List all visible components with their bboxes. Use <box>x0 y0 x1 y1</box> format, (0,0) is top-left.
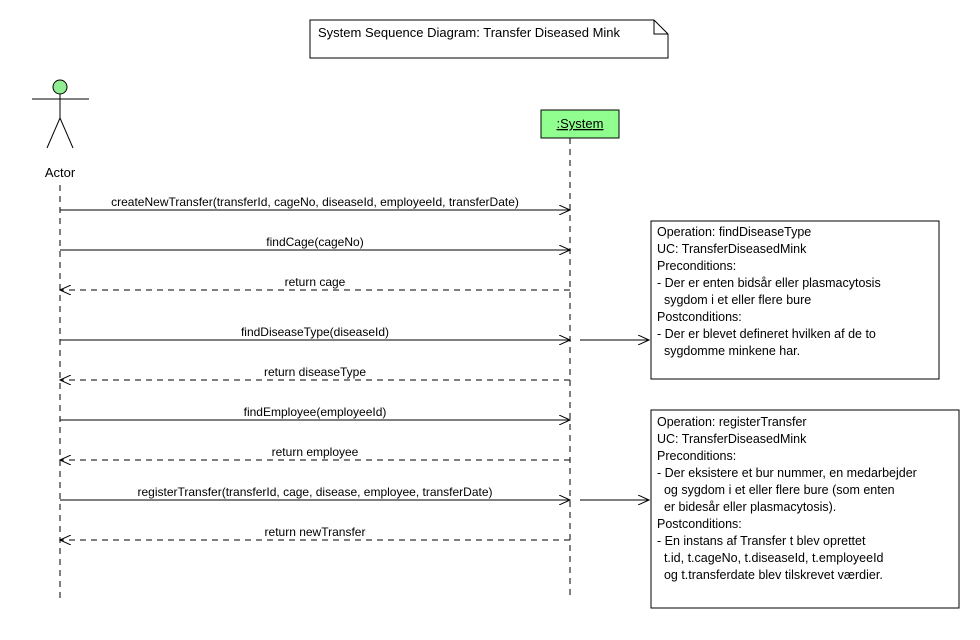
operation-contract-note-find-disease-type: Operation: findDiseaseType UC: TransferD… <box>650 220 940 380</box>
title-note: System Sequence Diagram: Transfer Diseas… <box>309 19 669 59</box>
note-line: og sygdom i et eller flere bure (som ent… <box>657 483 895 497</box>
actor-right-leg <box>59 117 74 149</box>
message-label: return newTransfer <box>265 525 366 539</box>
message-label: findEmployee(employeeId) <box>244 405 387 419</box>
message-1: createNewTransfer(transferId, cageNo, di… <box>60 195 570 210</box>
note-line: - Der er blevet defineret hvilken af de … <box>657 327 876 341</box>
note-line: t.id, t.cageNo, t.diseaseId, t.employeeI… <box>657 551 884 565</box>
note-line: UC: TransferDiseasedMink <box>657 242 807 256</box>
actor: Actor <box>32 79 89 180</box>
note-line: Operation: registerTransfer <box>657 415 807 429</box>
system-box <box>540 109 620 139</box>
message-6: findEmployee(employeeId) <box>60 405 570 420</box>
note-line: UC: TransferDiseasedMink <box>657 432 807 446</box>
message-8: registerTransfer(transferId, cage, disea… <box>60 485 570 500</box>
note-line: sygdom i et eller flere bure <box>657 293 811 307</box>
note-line: er bidesår eller plasmacytosis). <box>657 500 836 514</box>
actor-left-leg <box>46 117 61 149</box>
note-box <box>650 220 940 380</box>
note-line: Operation: findDiseaseType <box>657 225 811 239</box>
message-4: findDiseaseType(diseaseId) <box>60 325 570 340</box>
message-5: return diseaseType <box>60 365 570 380</box>
operation-contract-note-register-transfer: Operation: registerTransfer UC: Transfer… <box>650 409 960 609</box>
message-label: return employee <box>272 445 359 459</box>
actor-label: Actor <box>45 165 76 180</box>
note-line: sygdomme minkene har. <box>657 344 800 358</box>
system-label: :System <box>557 116 604 131</box>
note-line: - En instans af Transfer t blev oprettet <box>657 534 866 548</box>
note-line: Preconditions: <box>657 449 736 463</box>
system-object: :System <box>540 109 620 139</box>
note-line: Preconditions: <box>657 259 736 273</box>
message-label: return cage <box>285 275 346 289</box>
message-label: createNewTransfer(transferId, cageNo, di… <box>111 195 519 209</box>
note-line: og t.transferdate blev tilskrevet værdie… <box>657 568 883 582</box>
note-line: - Der eksistere et bur nummer, en medarb… <box>657 466 917 480</box>
note-line: Postconditions: <box>657 517 742 531</box>
message-label: registerTransfer(transferId, cage, disea… <box>137 485 492 499</box>
message-3: return cage <box>60 275 570 290</box>
diagram-title: System Sequence Diagram: Transfer Diseas… <box>318 25 621 40</box>
note-line: Postconditions: <box>657 310 742 324</box>
message-9: return newTransfer <box>60 525 570 540</box>
message-label: findCage(cageNo) <box>266 235 363 249</box>
message-label: findDiseaseType(diseaseId) <box>241 325 389 339</box>
message-label: return diseaseType <box>264 365 366 379</box>
message-2: findCage(cageNo) <box>60 235 570 250</box>
actor-head <box>52 79 68 95</box>
message-7: return employee <box>60 445 570 460</box>
note-line: - Der er enten bidsår eller plasmacytosi… <box>657 276 881 290</box>
note-box <box>650 409 960 609</box>
